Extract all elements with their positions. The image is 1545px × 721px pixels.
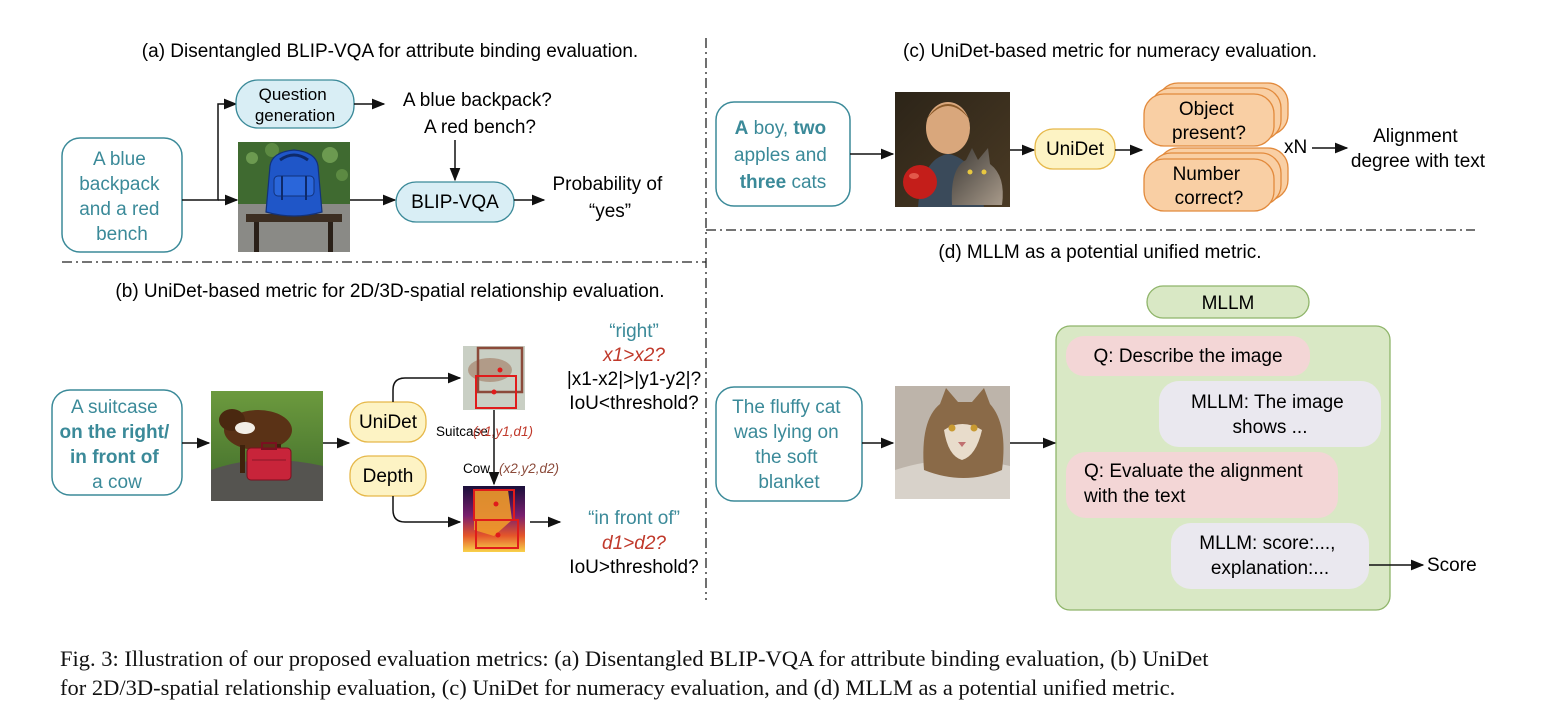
object-present-stack: [1143, 82, 1289, 147]
panel-b-title: (b) UniDet-based metric for 2D/3D-spatia…: [115, 281, 664, 302]
score-label: Score: [1427, 555, 1477, 576]
arrow-unidet-to-detection: [392, 372, 462, 402]
question-1-text: Q: Describe the image: [1093, 346, 1282, 367]
cond-iou-less: IoU<threshold?: [569, 393, 698, 414]
boy-apples-cats-image: [895, 92, 1010, 207]
answer-2-bubble: [1171, 523, 1369, 589]
question-2-bubble: [1066, 452, 1338, 518]
caption-line-1: Fig. 3: Illustration of our proposed eva…: [60, 646, 1209, 671]
cow-label: Cow: [463, 461, 490, 476]
fluffy-cat-image: [895, 386, 1010, 499]
panel-c-title: (c) UniDet-based metric for numeracy eva…: [903, 41, 1317, 62]
mllm-header-label: MLLM: [1202, 293, 1255, 314]
arrow-depth-to-depthmap: [392, 496, 462, 528]
answer-1-bubble: [1159, 381, 1381, 447]
evaluation-metrics-diagram: (a) Disentangled BLIP-VQA for attribute …: [51, 38, 1486, 611]
panel-d-prompt-box: [715, 386, 863, 502]
cond-d1-gt-d2: d1>d2?: [602, 533, 666, 554]
object-present-label: Object present?: [1172, 99, 1246, 144]
mllm-header-box: [1146, 285, 1310, 319]
question-generation-label: Question generation: [255, 85, 335, 125]
multiplier-label: xN: [1284, 137, 1307, 158]
depth-box: [349, 455, 427, 497]
number-correct-label: Number correct?: [1173, 164, 1246, 209]
detection-result-image: [463, 346, 525, 410]
question-2-text: Q: Evaluate the alignment with the text: [1083, 461, 1308, 507]
suitcase-coords: (x1,y1,d1): [473, 424, 533, 439]
panel-c-prompt-text: A boy, two apples and three cats: [734, 118, 832, 193]
panel-d-prompt-text: The fluffy cat was lying on the soft bla…: [732, 397, 846, 493]
suitcase-label: Suitcase: [436, 424, 488, 439]
backpack-bench-image: [238, 142, 350, 252]
depth-label: Depth: [363, 466, 414, 487]
panel-a-title: (a) Disentangled BLIP-VQA for attribute …: [142, 41, 638, 62]
cond-abs-diff: |x1-x2|>|y1-y2|?: [567, 369, 701, 390]
front-label: “in front of”: [588, 508, 680, 529]
alignment-output: Alignment degree with text: [1351, 126, 1486, 172]
panel-c-unidet-label: UniDet: [1046, 139, 1105, 160]
panel-b-unidet-label: UniDet: [359, 412, 418, 433]
blip-vqa-box: [395, 181, 515, 223]
panel-a-output: Probability of “yes”: [552, 174, 667, 222]
answer-2-text: MLLM: score:..., explanation:...: [1199, 533, 1340, 579]
blip-vqa-label: BLIP-VQA: [411, 192, 499, 213]
arrow-prompt-to-question-gen: [182, 98, 238, 201]
cow-suitcase-image: [211, 391, 323, 501]
panel-a-prompt-box: [61, 137, 183, 253]
question-1-bubble: [1066, 336, 1310, 376]
caption-line-2: for 2D/3D-spatial relationship evaluatio…: [60, 675, 1176, 700]
cond-iou-greater: IoU>threshold?: [569, 557, 698, 578]
number-correct-stack: [1143, 147, 1289, 212]
panel-b-prompt-text: A suitcase on the right/ in front of a c…: [59, 397, 174, 493]
cond-x1-gt-x2: x1>x2?: [602, 345, 665, 366]
panel-c-unidet-box: [1034, 128, 1116, 170]
answer-1-text: MLLM: The image shows ...: [1191, 392, 1349, 438]
panel-d-title: (d) MLLM as a potential unified metric.: [938, 242, 1261, 263]
panel-a-prompt-text: A blue backpack and a red bench: [79, 149, 165, 245]
depth-map-image: [463, 486, 525, 552]
figure-caption: Fig. 3: Illustration of our proposed eva…: [60, 644, 1500, 702]
cow-coords: (x2,y2,d2): [499, 461, 559, 476]
generated-questions: A blue backpack? A red bench?: [403, 90, 557, 138]
right-label: “right”: [609, 321, 659, 342]
panel-b-unidet-box: [349, 401, 427, 443]
